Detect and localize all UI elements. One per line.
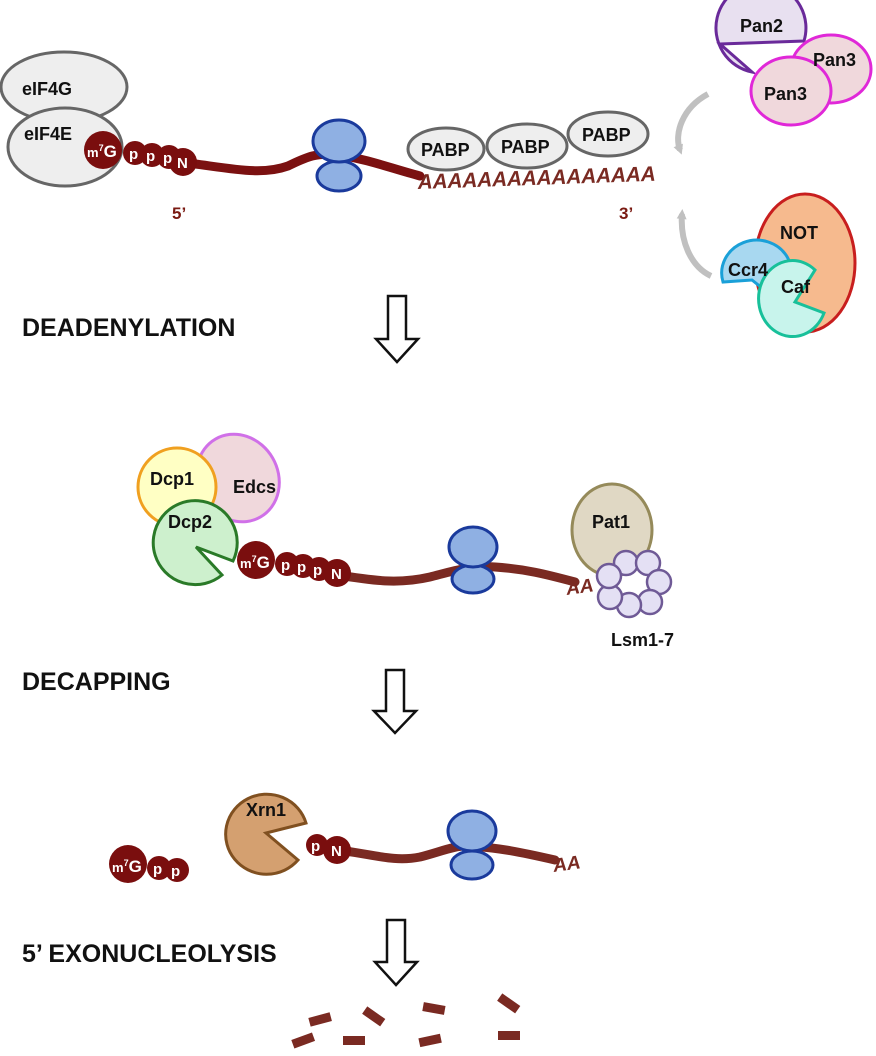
step-exonucleolysis: 5’ EXONUCLEOLYSIS: [22, 940, 277, 968]
svg-text:Pan3: Pan3: [764, 84, 807, 104]
mrna-strand-3: [340, 841, 560, 865]
ccr4-not-complex: NOT Ccr4 Caf: [720, 192, 857, 339]
mrna-strand-2: [320, 562, 580, 587]
lsm-ring: [595, 549, 673, 619]
svg-text:p: p: [129, 146, 138, 163]
panel-1-mrna: eIF4G eIF4E m7G p p p N AAAAAAAAAAAAAAAA: [0, 0, 873, 339]
svg-text:p: p: [297, 559, 306, 576]
pan2-protein: [714, 0, 808, 75]
svg-text:N: N: [331, 566, 342, 583]
ribosome-3: [446, 809, 498, 881]
svg-text:Dcp1: Dcp1: [150, 469, 194, 489]
eif4e-protein: [6, 106, 124, 188]
svg-text:Ccr4: Ccr4: [728, 260, 768, 280]
down-arrow-1: [373, 294, 421, 364]
mrna-cap-2: m7G p p p N: [237, 541, 351, 587]
svg-text:p: p: [171, 863, 180, 880]
svg-text:Edcs: Edcs: [233, 477, 276, 497]
eif4e-label: eIF4E: [24, 124, 72, 144]
dcp2-protein: [151, 499, 239, 587]
poly-a-short: AA: [564, 575, 595, 600]
pabp-group: PABP PABP PABP: [406, 110, 650, 172]
svg-text:m7G: m7G: [112, 857, 142, 876]
svg-text:N: N: [331, 843, 342, 860]
pan3-protein-b: [749, 55, 833, 127]
panel-2-decapping: Dcp1 Edcs Dcp2 m7G p p p N AA Pat1: [136, 432, 674, 650]
three-prime-label: 3’: [619, 204, 633, 223]
svg-text:p: p: [281, 557, 290, 574]
svg-text:Xrn1: Xrn1: [246, 800, 286, 820]
svg-text:p: p: [146, 148, 155, 165]
svg-text:p: p: [153, 861, 162, 878]
mrna-strand: [175, 149, 425, 181]
pan-arrow: [673, 91, 710, 155]
svg-text:m7G: m7G: [240, 553, 270, 572]
free-cap: m7G p p: [109, 845, 189, 883]
down-arrow-3: [372, 918, 420, 987]
lsm-label: Lsm1-7: [611, 630, 674, 650]
caf-protein: [757, 259, 826, 339]
svg-text:Pat1: Pat1: [592, 512, 630, 532]
poly-a-short-3: AA: [551, 852, 582, 877]
pan2-pan3-complex: Pan2 Pan3 Pan3: [714, 0, 873, 127]
svg-text:N: N: [177, 155, 188, 172]
svg-text:PABP: PABP: [421, 140, 470, 160]
ribosome: [311, 118, 367, 193]
svg-text:NOT: NOT: [780, 223, 818, 243]
svg-text:p: p: [313, 562, 322, 579]
down-arrow-2: [371, 668, 419, 735]
rna-fragments: [291, 993, 521, 1049]
svg-text:p: p: [311, 838, 320, 855]
xrn1-protein: [224, 792, 308, 876]
svg-text:m7G: m7G: [87, 142, 117, 161]
ccr4-arrow: [676, 209, 713, 279]
step-decapping: DECAPPING: [22, 668, 171, 696]
svg-text:Caf: Caf: [781, 277, 811, 297]
svg-text:Pan3: Pan3: [813, 50, 856, 70]
svg-text:Pan2: Pan2: [740, 16, 783, 36]
svg-text:PABP: PABP: [501, 137, 550, 157]
eif4g-label: eIF4G: [22, 79, 72, 99]
svg-text:PABP: PABP: [582, 125, 631, 145]
step-deadenylation: DEADENYLATION: [22, 314, 235, 342]
svg-text:Dcp2: Dcp2: [168, 512, 212, 532]
svg-text:p: p: [163, 150, 172, 167]
five-prime-label: 5’: [172, 204, 186, 223]
panel-3-exonucleolysis: Xrn1 p N AA m7G p p: [109, 792, 582, 883]
ribosome-2: [447, 525, 499, 595]
mrna-cap: m7G p p p N: [84, 131, 197, 176]
